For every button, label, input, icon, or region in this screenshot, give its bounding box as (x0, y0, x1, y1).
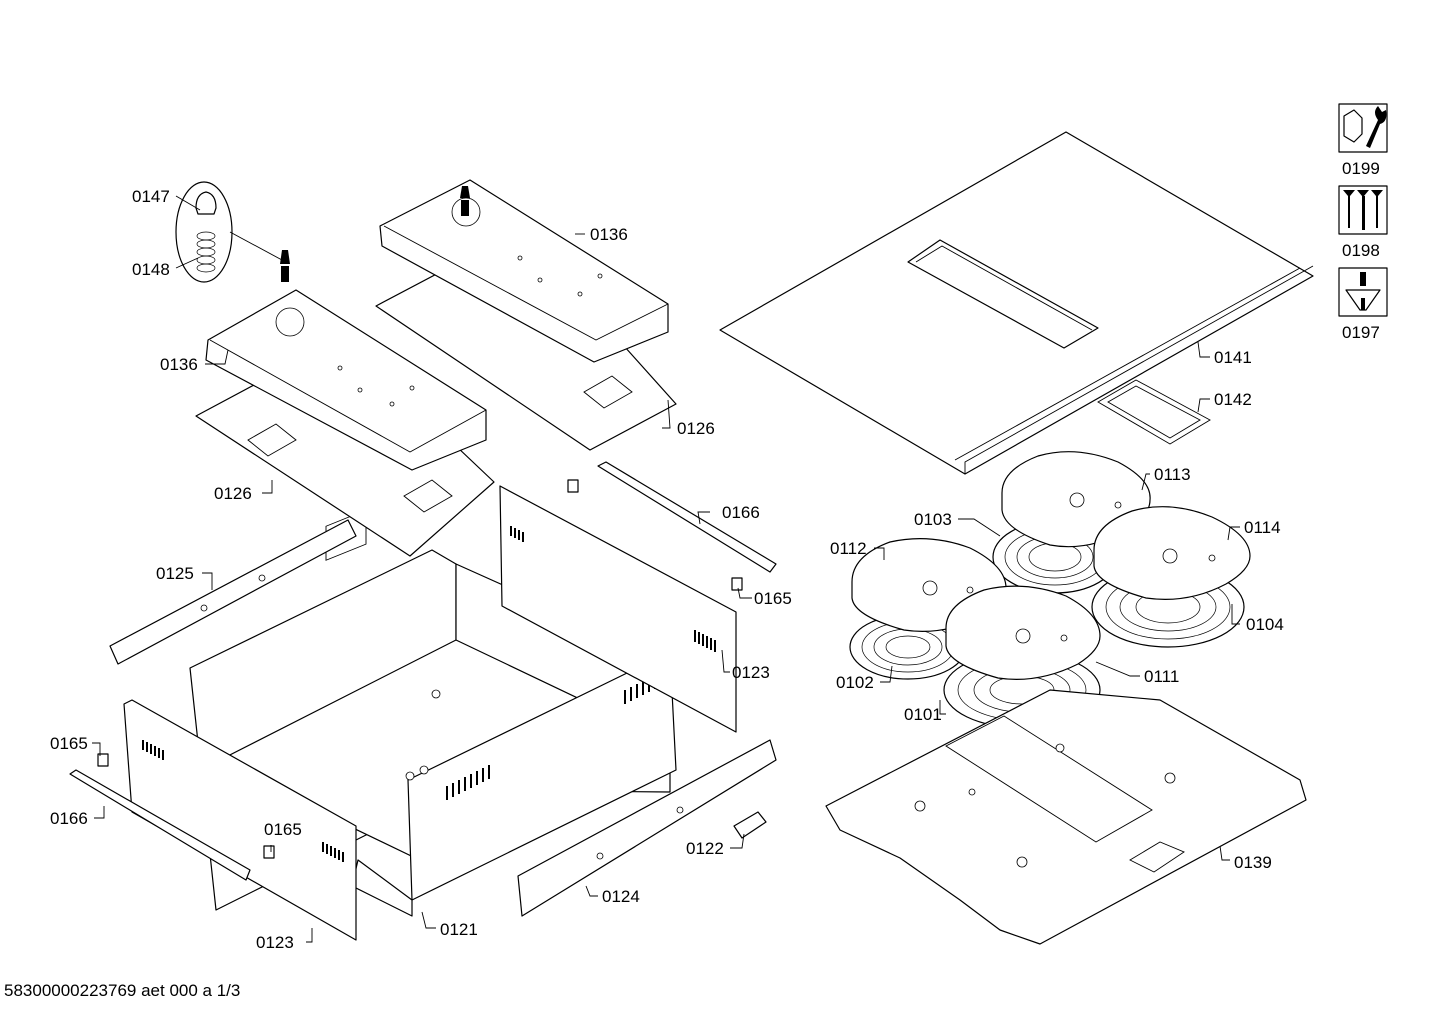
callout-0121: 0121 (440, 920, 478, 939)
callout-0126-right: 0126 (677, 419, 715, 438)
tool-code-0197: 0197 (1342, 323, 1380, 342)
callout-0124: 0124 (602, 887, 640, 906)
plate-0111-part (945, 585, 1101, 680)
callout-0165-center: 0165 (264, 820, 302, 839)
callout-0148: 0148 (132, 260, 170, 279)
callout-0123-front: 0123 (256, 933, 294, 952)
callout-0102: 0102 (836, 673, 874, 692)
clip-0165-parts (97, 479, 743, 859)
spring-detail-callout (175, 181, 470, 283)
rail-0125-part (109, 519, 357, 665)
callout-0113: 0113 (1154, 465, 1191, 484)
cover-0122-part (733, 811, 767, 839)
callout-0114: 0114 (1244, 518, 1281, 537)
screwdriver-icon (1338, 267, 1388, 317)
screws-icon (1338, 185, 1388, 235)
callout-0126-left: 0126 (214, 484, 252, 503)
plate-0114-part (1093, 506, 1251, 600)
callout-0101: 0101 (904, 705, 942, 724)
callout-labels: 0147 0148 0136 0136 0126 0126 0125 0166 … (50, 187, 1284, 952)
tool-code-0198: 0198 (1342, 241, 1380, 260)
callout-0166-upper: 0166 (722, 503, 760, 522)
side-wall-front-part (123, 699, 357, 941)
callout-0122: 0122 (686, 839, 724, 858)
callout-0103: 0103 (914, 510, 952, 529)
nut-wrench-icon (1338, 103, 1388, 153)
slide-rail-0166-lower-part (69, 769, 251, 881)
callout-0111: 0111 (1144, 667, 1179, 686)
document-id: 58300000223769 aet 000 a 1/3 (4, 981, 241, 1000)
insulation-plates (851, 451, 1251, 680)
slide-rail-0166-upper-part (597, 461, 777, 573)
callout-0142: 0142 (1214, 390, 1252, 409)
callout-0136-left: 0136 (160, 355, 198, 374)
callout-0123-right: 0123 (732, 663, 770, 682)
callout-0104: 0104 (1246, 615, 1284, 634)
callout-0136-right: 0136 (590, 225, 628, 244)
carrier-0136-left-part (205, 289, 487, 471)
tool-code-0199: 0199 (1342, 159, 1380, 178)
glass-cooktop-part (719, 131, 1314, 475)
rail-0124-part (517, 739, 777, 917)
callout-0139: 0139 (1234, 853, 1272, 872)
frame-seal-part (1097, 379, 1211, 445)
callout-0125: 0125 (156, 564, 194, 583)
callout-0147: 0147 (132, 187, 170, 206)
tool-legend: 0199 0198 0197 (1338, 103, 1388, 342)
leader-lines (92, 195, 1240, 943)
coil-carrier-plate-part (825, 689, 1307, 945)
callout-0165-right: 0165 (754, 589, 792, 608)
callout-0112: 0112 (830, 539, 867, 558)
callout-0166-lower: 0166 (50, 809, 88, 828)
side-wall-right-part (499, 485, 737, 733)
callout-0141: 0141 (1214, 348, 1252, 367)
callout-0165-left: 0165 (50, 734, 88, 753)
